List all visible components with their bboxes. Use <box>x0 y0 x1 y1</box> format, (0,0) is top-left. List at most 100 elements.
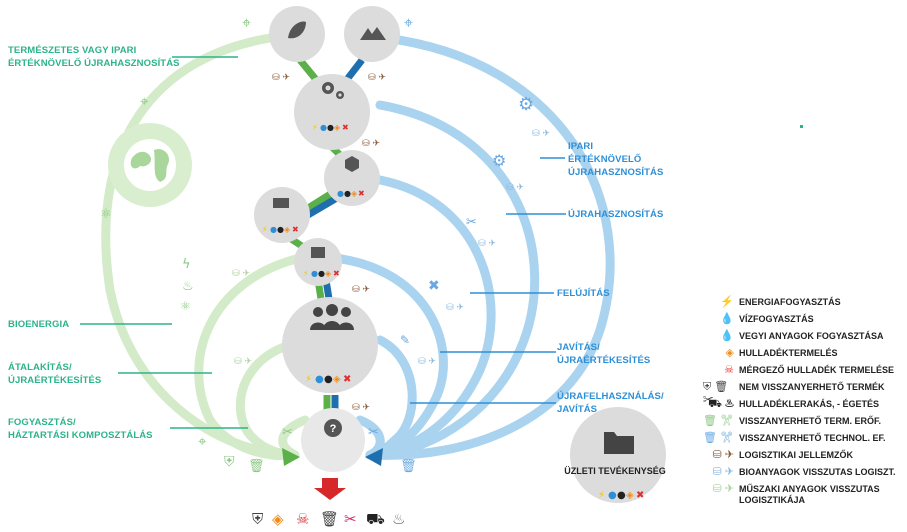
svg-text:⛁ ✈: ⛁ ✈ <box>506 183 524 193</box>
label-industrial-upcycling: IPARI ÉRTÉKNÖVELŐ ÚJRAHASZNOSÍTÁS <box>568 141 664 178</box>
legend-row: ◈HULLADÉKTERMELÉS <box>703 347 903 364</box>
svg-text:●: ● <box>315 374 324 385</box>
svg-text:⚡: ⚡ <box>312 123 318 132</box>
svg-text:●: ● <box>337 189 344 198</box>
svg-text:●: ● <box>327 123 334 132</box>
legend-row: 🗑 ✂VISSZANYERHETŐ TECHNOL. EF. <box>703 432 886 444</box>
leader-lines <box>80 56 566 429</box>
svg-text:⛁ ✈: ⛁ ✈ <box>368 73 386 83</box>
svg-text:◈: ◈ <box>351 189 358 198</box>
legend-row: ⛁ ✈MŰSZAKI ANYAGOK VISSZUTAS LOGISZTIKÁJ… <box>703 483 903 507</box>
blue-arrow-head <box>365 448 383 466</box>
legend-row: 💧VÍZFOGYASZTÁS <box>703 313 903 330</box>
toxic-icon: ☠ <box>296 510 309 528</box>
node-center-top <box>294 74 370 150</box>
svg-text:✖: ✖ <box>636 490 644 501</box>
node-question <box>301 408 365 472</box>
people-icon <box>310 304 354 330</box>
svg-text:◈: ◈ <box>334 123 341 132</box>
svg-text:✖: ✖ <box>333 269 340 278</box>
box-icon <box>345 156 359 172</box>
green-arcs <box>101 33 310 461</box>
label-refurbishment: FELÚJÍTÁS <box>557 288 610 299</box>
svg-text:⛁ ✈: ⛁ ✈ <box>352 285 370 295</box>
svg-text:⛁ ✈: ⛁ ✈ <box>362 139 380 149</box>
svg-text:⛁ ✈: ⛁ ✈ <box>234 357 252 367</box>
chemical-drop-icon: 💧 <box>720 330 734 342</box>
gears-icon-blue: ⚙ <box>518 94 534 115</box>
logistics-icons: ⛁ ✈ ⛁ ✈ ⛁ ✈ ⛁ ✈ ⛁ ✈ ⛁ ✈ ⛁ ✈ ⛁ ✈ ⛁ ✈ ⛁ ✈ … <box>232 73 550 413</box>
svg-text:⚡: ⚡ <box>262 225 268 234</box>
label-transformation: ÁTALAKÍTÁS/ ÚJRAÉRTÉKESÍTÉS <box>8 362 102 386</box>
gears-icon <box>322 82 344 99</box>
folder-icon <box>604 432 634 454</box>
pallet-icon <box>273 198 289 208</box>
incineration-icon: ♨ <box>392 510 405 528</box>
mountain-icon <box>360 27 386 40</box>
node-property-icons: ⚡●●◈✖ ●●◈✖ ⚡●●◈✖ ⚡●●◈✖ ⚡●●◈✖ ⚡●●◈✖ <box>262 123 644 501</box>
svg-text:✖: ✖ <box>342 123 349 132</box>
gears-icon-blue-2: ⚙ <box>492 151 506 170</box>
bin-icon-blue: 🗑 <box>400 458 417 474</box>
svg-text:⛁ ✈: ⛁ ✈ <box>352 403 370 413</box>
svg-text:●: ● <box>324 374 333 385</box>
flame-icon: ♨ <box>182 279 194 294</box>
bio-logistics-icons: ⛁ ✈ <box>712 466 735 478</box>
svg-text:●: ● <box>344 189 351 198</box>
waste-diamond-icon: ◈ <box>725 347 734 359</box>
question-icon: ? <box>324 419 342 437</box>
landfill-icon: ⛟ ♨ <box>708 398 734 410</box>
blue-arc-refurb <box>330 253 448 460</box>
legend-row: ⛨ 🗑 ✂NEM VISSZANYERHETŐ TERMÉK <box>703 381 885 406</box>
output-arrow <box>314 478 346 500</box>
bin-icon: 🗑 <box>320 510 339 528</box>
svg-text:◈: ◈ <box>626 490 634 501</box>
legend-row: 🗑 ✂VISSZANYERHETŐ TERM. ERŐF. <box>703 415 882 427</box>
shield-check-icon: ⛨ <box>224 454 235 470</box>
legend-row: ⚡ENERGIAFOGYASZTÁS <box>703 296 903 313</box>
node-left-small <box>254 187 310 243</box>
green-arc-bioenergy <box>194 253 305 461</box>
blue-arcs <box>330 33 615 460</box>
green-arc-consume <box>278 415 310 460</box>
water-drop-icon: 💧 <box>720 313 734 325</box>
svg-text:◈: ◈ <box>325 269 332 278</box>
location-pin-icon-blue: ⌖ <box>404 13 413 32</box>
tech-logistics-icons: ⛁ ✈ <box>712 483 735 495</box>
map-pin-icon-2: ⌖ <box>198 432 207 450</box>
globe-icon <box>124 139 176 191</box>
side-icons: ⌖ ⌖ ⌖ ⚛ ϟ ♨ ⚛ ⌖ ⛨ 🗑 ✂ ⚙ ⚙ ✂ ✖ ✎ ✂ 🗑 <box>100 13 803 474</box>
landfill-icon: ⛟ <box>366 510 385 528</box>
logistics-icons: ⛁ ✈ <box>712 449 735 461</box>
shield-icon: ⛨ <box>252 510 263 528</box>
business-label: ÜZLETI TEVÉKENYSÉG <box>564 466 666 476</box>
node-store <box>294 238 342 286</box>
blue-arc-recycling <box>365 175 496 460</box>
svg-text:⛁ ✈: ⛁ ✈ <box>478 239 496 249</box>
node-chemistry <box>324 150 380 206</box>
tools-icon-blue: ✖ <box>428 278 440 294</box>
svg-text:✖: ✖ <box>358 189 365 198</box>
legend-row: ⛁ ✈BIOANYAGOK VISSZUTAS LOGISZT. <box>703 466 903 483</box>
waste-diamond-icon: ◈ <box>272 510 284 528</box>
svg-text:⛁ ✈: ⛁ ✈ <box>446 303 464 313</box>
output-icons: ⛨ ◈ ☠ 🗑 ✂ ⛟ ♨ <box>252 510 405 528</box>
legend-row: ⛟ ♨HULLADÉKLERAKÁS, - ÉGETÉS <box>703 398 903 415</box>
recoverable-resource-icons: 🗑 ✂ <box>703 415 734 427</box>
node-people <box>282 297 378 393</box>
label-reuse: ÚJRAFELHASZNÁLÁS/ JAVÍTÁS <box>557 391 664 415</box>
svg-text:◈: ◈ <box>333 374 341 385</box>
green-arc-outer <box>101 33 295 460</box>
bin-icon-green: 🗑 <box>248 458 265 474</box>
svg-text:●: ● <box>311 269 318 278</box>
blue-arc-industrial <box>365 100 540 460</box>
knife-icon-blue: ✎ <box>400 333 410 347</box>
dot-marker <box>800 125 803 128</box>
label-recycling: ÚJRAHASZNOSÍTÁS <box>568 209 664 220</box>
legend-row: ☠MÉRGEZŐ HULLADÉK TERMELÉSE <box>703 364 903 381</box>
wrench-icon-blue-2: ✂ <box>368 425 379 440</box>
recoverable-tech-icons: 🗑 ✂ <box>703 432 734 444</box>
non-recoverable-icons: ⛨ 🗑 ✂ <box>703 381 729 406</box>
green-arrow-head <box>282 448 300 466</box>
